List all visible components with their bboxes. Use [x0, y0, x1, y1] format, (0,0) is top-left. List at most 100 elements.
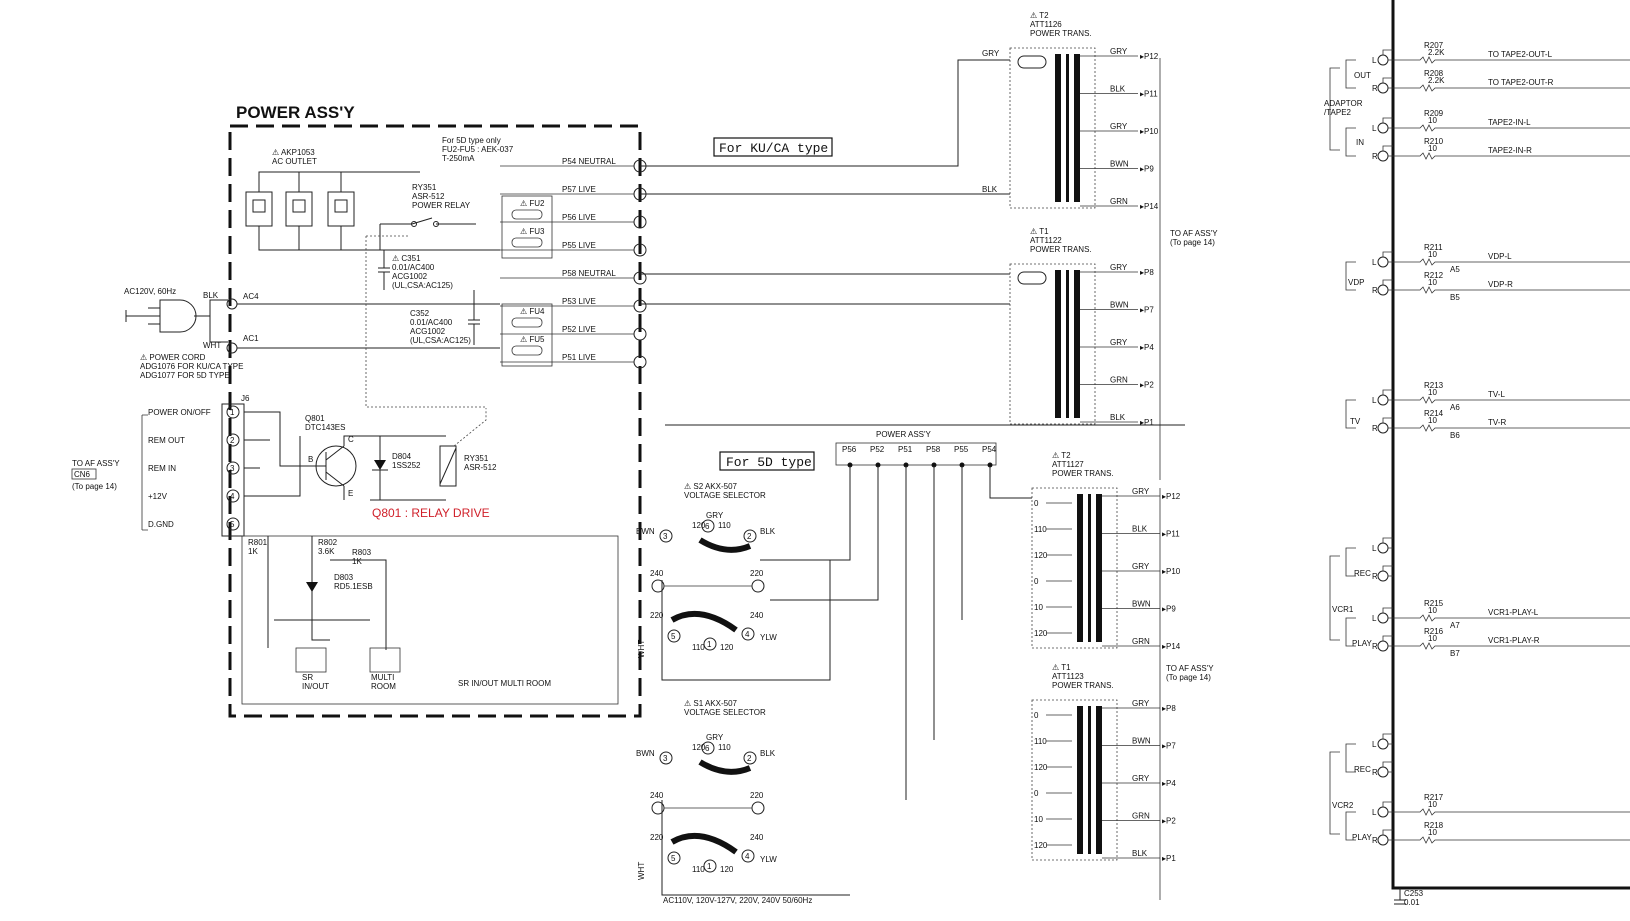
selector-wire-blk: BLK — [760, 749, 776, 758]
transformer-pin: ▸P14 — [1140, 202, 1159, 211]
selector-tap-120: 120 — [692, 521, 706, 530]
rca-jack-icon — [1377, 422, 1389, 434]
transformer-label: POWER TRANS. — [1052, 469, 1114, 478]
selector-contact-num: 4 — [745, 630, 750, 639]
c253-symbol — [1394, 888, 1406, 905]
transformer-label: POWER TRANS. — [1052, 681, 1114, 690]
sr-multi-box — [241, 535, 619, 705]
5d-ac-note: AC110V, 120V-127V, 220V, 240V 50/60Hz — [663, 896, 812, 905]
transformer-wire-label: GRY — [1110, 338, 1128, 347]
ku-gry-in: GRY — [982, 49, 1000, 58]
jack-channel: L — [1372, 56, 1377, 65]
rca-jack-icon — [1377, 542, 1389, 554]
transformer-pin: ▸P2 — [1140, 381, 1154, 390]
jack-bracket — [1345, 399, 1356, 429]
pin-header-label: P51 — [898, 445, 913, 454]
fuse-symbol — [511, 209, 543, 220]
relay-contact — [379, 217, 476, 250]
transformer-wire-label: GRY — [1132, 562, 1150, 571]
5d-box — [719, 451, 815, 471]
selector-contact — [743, 529, 757, 543]
thermal-fuse-icon — [1017, 55, 1047, 69]
transformer-core — [1077, 494, 1083, 642]
play-label-2: PLAY — [1352, 833, 1373, 842]
j6-connector — [221, 403, 245, 537]
resistor-value: 10 — [1428, 606, 1437, 615]
transformer-label: ⚠ T2 — [1052, 451, 1071, 460]
selector-contact — [743, 751, 757, 765]
resistor-value: 10 — [1428, 144, 1437, 153]
5d-feed-lines — [760, 466, 1032, 800]
transformer-pin: ▸P7 — [1140, 306, 1154, 315]
selector-arm — [670, 611, 738, 633]
selector-tap-110b: 110 — [692, 865, 705, 874]
transformer-pin: ▸P7 — [1162, 742, 1176, 751]
resistor-trace — [1393, 614, 1630, 622]
rca-jack-icon — [1377, 256, 1389, 268]
selector-wire-ylw: YLW — [760, 633, 777, 642]
test-point: A7 — [1450, 621, 1460, 630]
j6-pin-number: 4 — [230, 492, 235, 501]
selector-contact-num: 2 — [747, 754, 752, 763]
ku-blk-in: BLK — [982, 185, 998, 194]
resistor-trace — [1393, 56, 1630, 64]
q801-e: E — [348, 489, 353, 498]
transformer-core — [1077, 706, 1083, 854]
tv-label: TV — [1350, 417, 1361, 426]
jack-channel: R — [1372, 572, 1378, 581]
transformer-boundary — [1009, 47, 1096, 209]
relay-link-dotted — [365, 235, 486, 408]
jack-channel: L — [1372, 258, 1377, 267]
j6-to-q801 — [244, 411, 316, 497]
resistor-ref: R207 — [1424, 41, 1444, 50]
selector-contact-num: 2 — [747, 532, 752, 541]
transformer-tap: 120 — [1034, 841, 1048, 850]
ku-feed-lines — [640, 59, 1010, 305]
resistor-trace — [1393, 124, 1630, 132]
jack-panel-border — [1391, 0, 1630, 890]
ku-to-af: TO AF ASS'Y(To page 14) — [1170, 229, 1218, 247]
5d-power-assy-label: POWER ASS'Y — [876, 430, 932, 439]
selector-tap-110b: 110 — [692, 643, 705, 652]
selector-contact — [741, 849, 755, 863]
ku-ca-box — [713, 137, 833, 157]
j6-pin-circle — [226, 461, 240, 475]
q801-leads — [316, 435, 370, 500]
selector-tap-120b: 120 — [720, 865, 734, 874]
test-point: B5 — [1450, 293, 1460, 302]
pin-header-dot — [931, 462, 937, 468]
selector-tap-110: 110 — [718, 521, 731, 530]
transformer-pin: ▸P12 — [1162, 492, 1181, 501]
pin-header-label: P56 — [842, 445, 857, 454]
transformer-tap: 0 — [1034, 711, 1039, 720]
jack-channel: L — [1372, 124, 1377, 133]
selector-contact — [659, 751, 673, 765]
transformer-tap: 0 — [1034, 499, 1039, 508]
connector-label: P55 LIVE — [562, 241, 596, 250]
jack-bracket — [1345, 547, 1356, 577]
j6-pin-number: 2 — [230, 436, 235, 445]
selector-contact-num: 1 — [707, 640, 712, 649]
transformer-wire-label: GRN — [1110, 376, 1128, 385]
rca-jack-icon — [1377, 122, 1389, 134]
q801-c: C — [348, 435, 354, 444]
transformer-pin: ▸P10 — [1140, 127, 1159, 136]
transformer-wire-label: GRY — [1132, 487, 1150, 496]
fuse-group-a — [501, 195, 553, 259]
rca-jack-icon — [1377, 284, 1389, 296]
connector-label: P56 LIVE — [562, 213, 596, 222]
pin-header-label: P52 — [870, 445, 885, 454]
power-plug-icon — [125, 299, 228, 343]
signal-label: VDP-L — [1488, 252, 1512, 261]
selector-wire-wht: WHT — [637, 862, 646, 880]
in-label: IN — [1356, 138, 1364, 147]
j6-pin-label: REM IN — [148, 464, 176, 473]
